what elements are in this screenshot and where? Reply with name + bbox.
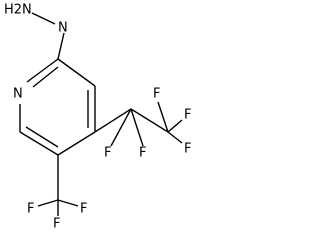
atom-label-ring-cf3-f-left: F	[27, 202, 34, 217]
bonds	[19, 12, 183, 216]
bond-c4-c5	[57, 131, 96, 156]
bond-cf3-f-right2	[57, 199, 79, 207]
atom-label-cf2-f-right: F	[139, 146, 146, 161]
bond-cf2-cf3	[130, 108, 169, 133]
atom-label-cf3-f-top: F	[153, 87, 160, 102]
atom-label-ring-n: N	[13, 87, 23, 102]
bond-c4-cf2	[94, 108, 132, 133]
atom-label-cf3-f-right: F	[184, 108, 191, 123]
molecule-structure: H2N N N F F F F F F F F	[4, 3, 191, 232]
atom-label-ring-cf3-f-right: F	[80, 202, 87, 217]
atom-label-cf3-f-bottom: F	[184, 142, 191, 157]
bond-cf3-f-bottom	[167, 131, 183, 144]
atom-labels: H2N N N F F F F F F F F	[4, 3, 191, 232]
bond-c5-c6	[19, 131, 59, 156]
atom-label-ring-cf3-f-bottom: F	[53, 217, 60, 232]
bond-n1-c2-inner	[32, 66, 59, 88]
bond-cf3-f-left	[37, 199, 59, 207]
bond-nh2-nh	[31, 12, 56, 25]
bond-c5-c6-inner	[25, 126, 59, 148]
atom-label-h2n: H2N	[4, 3, 32, 18]
bond-cf3-f-top	[157, 101, 169, 133]
bond-cf3-f-right	[167, 119, 183, 133]
bond-c2-c3	[57, 58, 96, 87]
bond-cf2-f-left	[110, 108, 132, 147]
bond-n1-c2	[26, 58, 59, 83]
bond-nh-c2	[57, 32, 65, 60]
atom-label-nh: N	[58, 21, 68, 36]
bond-cf2-f-right	[130, 108, 144, 147]
atom-label-cf2-f-left: F	[104, 146, 111, 161]
